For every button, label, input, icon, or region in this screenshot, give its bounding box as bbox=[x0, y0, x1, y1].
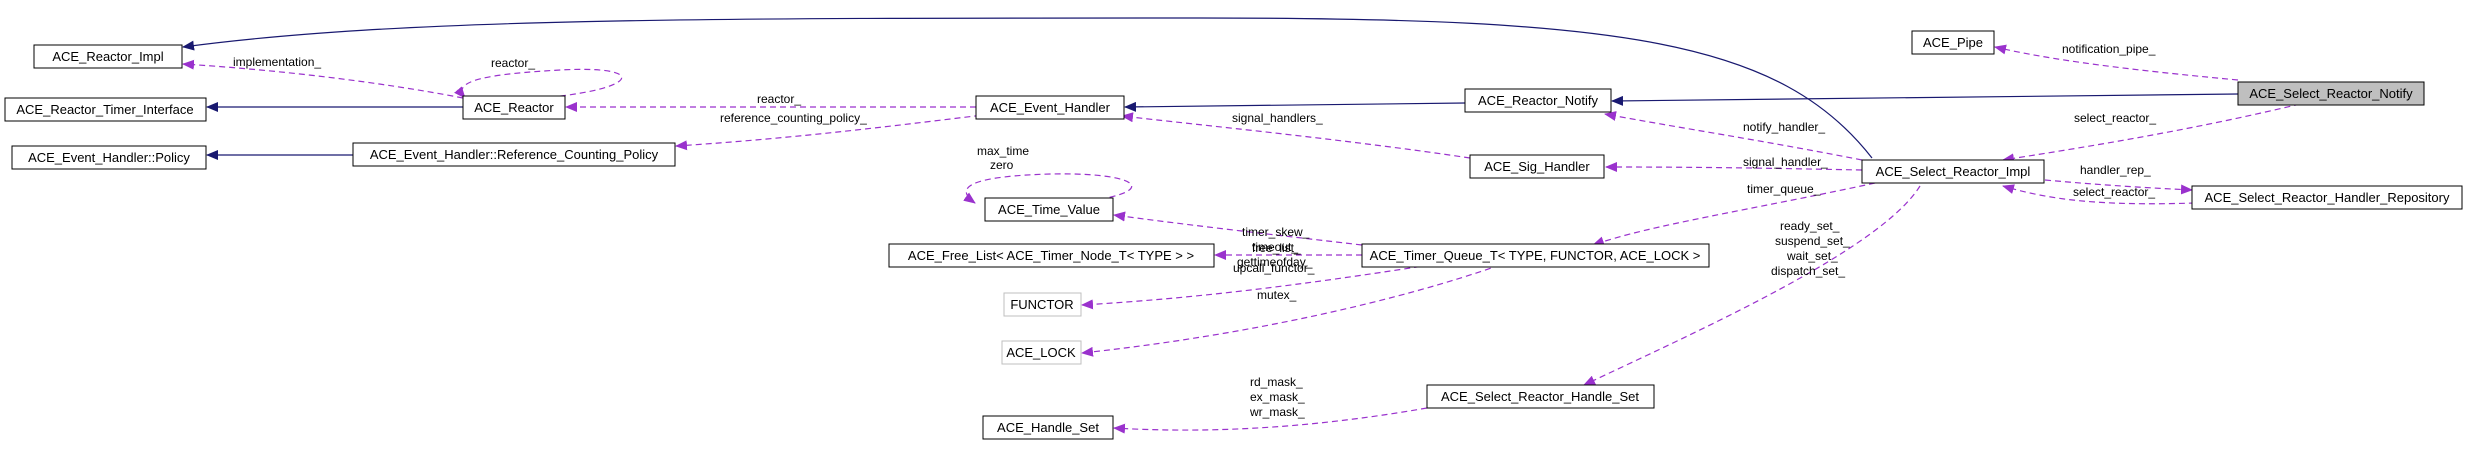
svg-text:ACE_LOCK: ACE_LOCK bbox=[1006, 345, 1076, 360]
svg-text:ACE_Sig_Handler: ACE_Sig_Handler bbox=[1484, 159, 1590, 174]
svg-text:ACE_Time_Value: ACE_Time_Value bbox=[998, 202, 1100, 217]
node-timer-queue[interactable]: ACE_Timer_Queue_T< TYPE, FUNCTOR, ACE_LO… bbox=[1361, 243, 1710, 268]
node-select-reactor-handle-set[interactable]: ACE_Select_Reactor_Handle_Set bbox=[1426, 384, 1655, 409]
edge-time-value bbox=[1113, 211, 1363, 246]
node-free-list[interactable]: ACE_Free_List< ACE_Timer_Node_T< TYPE > … bbox=[888, 243, 1215, 268]
svg-text:ACE_Select_Reactor_Impl: ACE_Select_Reactor_Impl bbox=[1876, 164, 2031, 179]
label-handler-rep: handler_rep_ bbox=[2080, 163, 2151, 177]
svg-text:ACE_Timer_Queue_T< TYPE, FUNCT: ACE_Timer_Queue_T< TYPE, FUNCTOR, ACE_LO… bbox=[1370, 248, 1701, 263]
label-reactor-self: reactor_ bbox=[491, 56, 535, 70]
edge-masks bbox=[1113, 407, 1428, 434]
label-select-reactor-2: select_reactor_ bbox=[2073, 185, 2155, 199]
edge-signal-handlers bbox=[1121, 112, 1471, 159]
edge-reactor-notify-inherit bbox=[1611, 93, 2239, 106]
node-event-handler-policy[interactable]: ACE_Event_Handler::Policy bbox=[11, 145, 207, 170]
label-max-time: max_time bbox=[977, 144, 1029, 158]
svg-text:ACE_Event_Handler::Reference_C: ACE_Event_Handler::Reference_Counting_Po… bbox=[370, 147, 659, 162]
svg-text:ACE_Reactor_Impl: ACE_Reactor_Impl bbox=[52, 49, 163, 64]
label-implementation: implementation_ bbox=[233, 55, 321, 69]
label-dispatch-set: dispatch_set_ bbox=[1771, 264, 1845, 278]
node-event-handler[interactable]: ACE_Event_Handler bbox=[975, 95, 1125, 120]
label-wr-mask: wr_mask_ bbox=[1249, 405, 1305, 419]
svg-text:ACE_Event_Handler: ACE_Event_Handler bbox=[990, 100, 1111, 115]
edge-event-handler-inherit bbox=[1124, 101, 1466, 112]
edge-time-value-self bbox=[963, 173, 1133, 204]
label-notify-handler: notify_handler_ bbox=[1743, 120, 1825, 134]
edge-mutex bbox=[1081, 264, 1501, 357]
node-handler-repository[interactable]: ACE_Select_Reactor_Handler_Repository bbox=[2191, 185, 2463, 210]
node-handle-set[interactable]: ACE_Handle_Set bbox=[982, 415, 1114, 440]
label-select-reactor-1: select_reactor_ bbox=[2074, 111, 2156, 125]
label-reactor-eh: reactor_ bbox=[757, 92, 801, 106]
node-select-reactor-impl[interactable]: ACE_Select_Reactor_Impl bbox=[1861, 159, 2045, 184]
node-lock[interactable]: ACE_LOCK bbox=[1001, 340, 1082, 365]
label-upcall-functor: upcall_functor_ bbox=[1233, 261, 1315, 275]
node-time-value[interactable]: ACE_Time_Value bbox=[984, 197, 1114, 222]
label-reference-counting: reference_counting_policy_ bbox=[720, 111, 867, 125]
label-gettimeofday: gettimeofday_ bbox=[1237, 255, 1313, 269]
label-timer-skew: timer_skew_ bbox=[1242, 225, 1310, 239]
edge-notification-pipe bbox=[1994, 44, 2239, 81]
edge-reactor-impl-inherit bbox=[182, 17, 1873, 159]
label-signal-handlers: signal_handlers_ bbox=[1232, 111, 1323, 125]
edge-notify-handler bbox=[1604, 111, 1863, 161]
node-sig-handler[interactable]: ACE_Sig_Handler bbox=[1469, 154, 1605, 179]
label-rd-mask: rd_mask_ bbox=[1250, 375, 1303, 389]
label-notification-pipe: notification_pipe_ bbox=[2062, 42, 2156, 56]
edge-handle-sets bbox=[1583, 185, 1921, 386]
node-reactor-notify[interactable]: ACE_Reactor_Notify bbox=[1464, 88, 1612, 113]
svg-text:ACE_Reactor_Notify: ACE_Reactor_Notify bbox=[1478, 93, 1598, 108]
svg-text:ACE_Free_List< ACE_Timer_Node_: ACE_Free_List< ACE_Timer_Node_T< TYPE > … bbox=[908, 248, 1194, 263]
svg-text:ACE_Handle_Set: ACE_Handle_Set bbox=[997, 420, 1099, 435]
edge-implementation bbox=[182, 59, 464, 99]
node-reactor-timer-interface[interactable]: ACE_Reactor_Timer_Interface bbox=[4, 97, 207, 122]
svg-text:ACE_Reactor: ACE_Reactor bbox=[474, 100, 554, 115]
label-mutex: mutex_ bbox=[1257, 288, 1297, 302]
label-ex-mask: ex_mask_ bbox=[1250, 390, 1305, 404]
label-timeout: timeout_ bbox=[1252, 240, 1298, 254]
label-suspend-set: suspend_set_ bbox=[1775, 234, 1850, 248]
node-pipe[interactable]: ACE_Pipe bbox=[1911, 30, 1995, 55]
svg-text:FUNCTOR: FUNCTOR bbox=[1010, 297, 1073, 312]
node-reactor[interactable]: ACE_Reactor bbox=[462, 95, 566, 120]
node-reference-counting-policy[interactable]: ACE_Event_Handler::Reference_Counting_Po… bbox=[352, 142, 676, 167]
label-signal-handler: signal_handler_ bbox=[1743, 155, 1828, 169]
label-timer-queue: timer_queue_ bbox=[1747, 182, 1821, 196]
svg-text:ACE_Select_Reactor_Handle_Set: ACE_Select_Reactor_Handle_Set bbox=[1441, 389, 1639, 404]
label-free-list: free_list_ bbox=[1252, 241, 1301, 255]
svg-text:ACE_Event_Handler::Policy: ACE_Event_Handler::Policy bbox=[28, 150, 190, 165]
svg-text:ACE_Select_Reactor_Notify: ACE_Select_Reactor_Notify bbox=[2249, 86, 2413, 101]
edge-select-reactor-1 bbox=[2002, 103, 2301, 164]
node-functor[interactable]: FUNCTOR bbox=[1003, 292, 1082, 317]
edge-timer-queue bbox=[1592, 182, 1876, 247]
edge-signal-handler bbox=[1605, 162, 1863, 173]
edge-handler-rep bbox=[2044, 179, 2193, 195]
svg-text:ACE_Reactor_Timer_Interface: ACE_Reactor_Timer_Interface bbox=[16, 102, 193, 117]
label-zero: zero bbox=[990, 158, 1014, 172]
edge-reactor-self bbox=[454, 68, 623, 99]
svg-text:ACE_Pipe: ACE_Pipe bbox=[1923, 35, 1983, 50]
label-wait-set: wait_set_ bbox=[1786, 249, 1838, 263]
label-ready-set: ready_set_ bbox=[1780, 219, 1840, 233]
edge-select-reactor-2 bbox=[2002, 184, 2196, 205]
edge-ref-counting bbox=[675, 112, 1001, 151]
node-select-reactor-notify[interactable]: ACE_Select_Reactor_Notify bbox=[2237, 81, 2425, 106]
svg-text:ACE_Select_Reactor_Handler_Rep: ACE_Select_Reactor_Handler_Repository bbox=[2205, 190, 2450, 205]
edge-upcall-functor bbox=[1081, 264, 1431, 310]
node-reactor-impl[interactable]: ACE_Reactor_Impl bbox=[33, 44, 183, 69]
